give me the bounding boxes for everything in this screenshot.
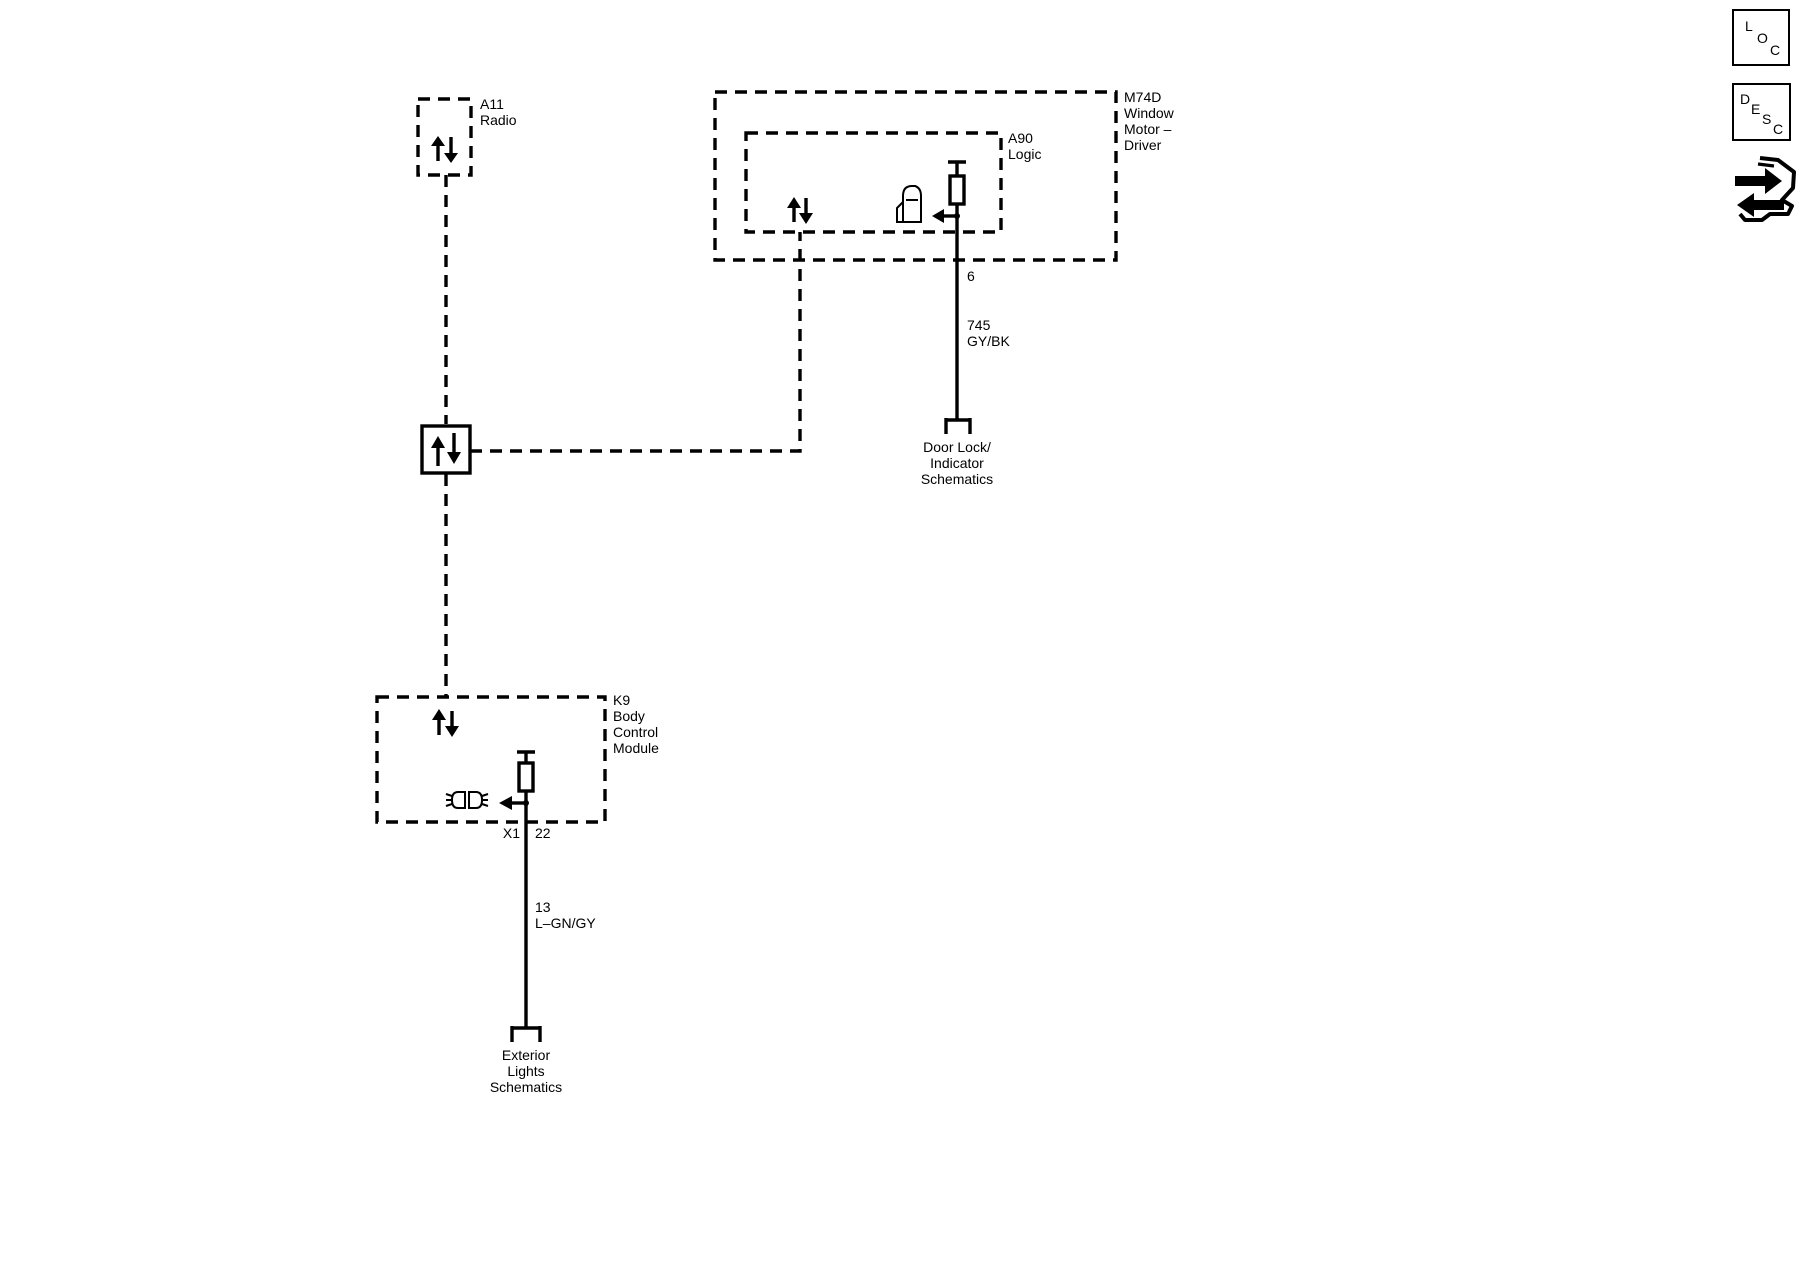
low-side-driver-icon bbox=[932, 160, 966, 223]
bidirectional-arrows-icon bbox=[432, 709, 459, 737]
exterior-lights-schematics-link[interactable]: Exterior Lights Schematics bbox=[490, 1047, 562, 1095]
data-bus bbox=[444, 175, 802, 696]
loc-letter-l: L bbox=[1745, 18, 1753, 34]
exterior-ref-line1: Exterior bbox=[502, 1047, 551, 1063]
radio-module: A11 Radio bbox=[416, 96, 517, 177]
wrench-arrows-icon[interactable] bbox=[1735, 156, 1796, 222]
door-lock-reference-connector bbox=[944, 418, 972, 434]
door-lock-ref-line2: Indicator bbox=[930, 455, 984, 471]
loc-letter-o: O bbox=[1757, 30, 1768, 46]
door-lock-ref-line3: Schematics bbox=[921, 471, 993, 487]
exterior-wire-color: L–GN/GY bbox=[535, 915, 596, 931]
window-motor-name-line3: Driver bbox=[1124, 137, 1162, 153]
logic-module: A90 Logic bbox=[744, 130, 1041, 234]
window-motor-name-line1: Window bbox=[1124, 105, 1175, 121]
door-lock-wire-color: GY/BK bbox=[967, 333, 1010, 349]
door-lock-circuit: 6 745 GY/BK bbox=[944, 216, 1010, 434]
door-ajar-icon bbox=[896, 185, 922, 223]
window-motor-name-line2: Motor – bbox=[1124, 121, 1172, 137]
exterior-ref-line2: Lights bbox=[507, 1063, 544, 1079]
desc-letter-s: S bbox=[1762, 111, 1771, 127]
logic-ref-label: A90 bbox=[1008, 130, 1033, 146]
exterior-ref-line3: Schematics bbox=[490, 1079, 562, 1095]
bidirectional-arrows-icon bbox=[431, 136, 458, 163]
loc-letter-c: C bbox=[1770, 42, 1780, 58]
exterior-pin-label: 22 bbox=[535, 825, 551, 841]
exterior-circuit-number: 13 bbox=[535, 899, 551, 915]
door-lock-circuit-number: 745 bbox=[967, 317, 991, 333]
logic-name-label: Logic bbox=[1008, 146, 1041, 162]
radio-name-label: Radio bbox=[480, 112, 517, 128]
door-lock-schematics-link[interactable]: Door Lock/ Indicator Schematics bbox=[921, 439, 993, 487]
exterior-lights-circuit: X1 22 13 L–GN/GY bbox=[503, 803, 596, 1042]
door-lock-ref-line1: Door Lock/ bbox=[923, 439, 991, 455]
bcm-name-line1: Body bbox=[613, 708, 645, 724]
bcm-name-line2: Control bbox=[613, 724, 658, 740]
window-motor-ref-label: M74D bbox=[1124, 89, 1161, 105]
exterior-lamp-icon bbox=[445, 791, 489, 809]
bidirectional-arrows-icon bbox=[787, 197, 813, 224]
bcm-ref-label: K9 bbox=[613, 692, 630, 708]
exterior-reference-connector bbox=[510, 1026, 542, 1042]
low-side-driver-icon bbox=[499, 750, 535, 810]
bcm-name-line3: Module bbox=[613, 740, 659, 756]
loc-button[interactable]: L O C bbox=[1732, 9, 1790, 66]
window-motor-driver-module: M74D Window Motor – Driver bbox=[713, 89, 1175, 262]
radio-ref-label: A11 bbox=[480, 96, 504, 112]
desc-button[interactable]: D E S C bbox=[1732, 83, 1791, 141]
exterior-connector-label: X1 bbox=[503, 825, 520, 841]
desc-letter-e: E bbox=[1751, 101, 1760, 117]
body-control-module: K9 Body Control Module bbox=[375, 692, 659, 824]
door-lock-pin-label: 6 bbox=[967, 268, 975, 284]
desc-letter-c: C bbox=[1773, 121, 1783, 137]
data-splice-icon bbox=[420, 424, 472, 475]
desc-letter-d: D bbox=[1740, 91, 1750, 107]
